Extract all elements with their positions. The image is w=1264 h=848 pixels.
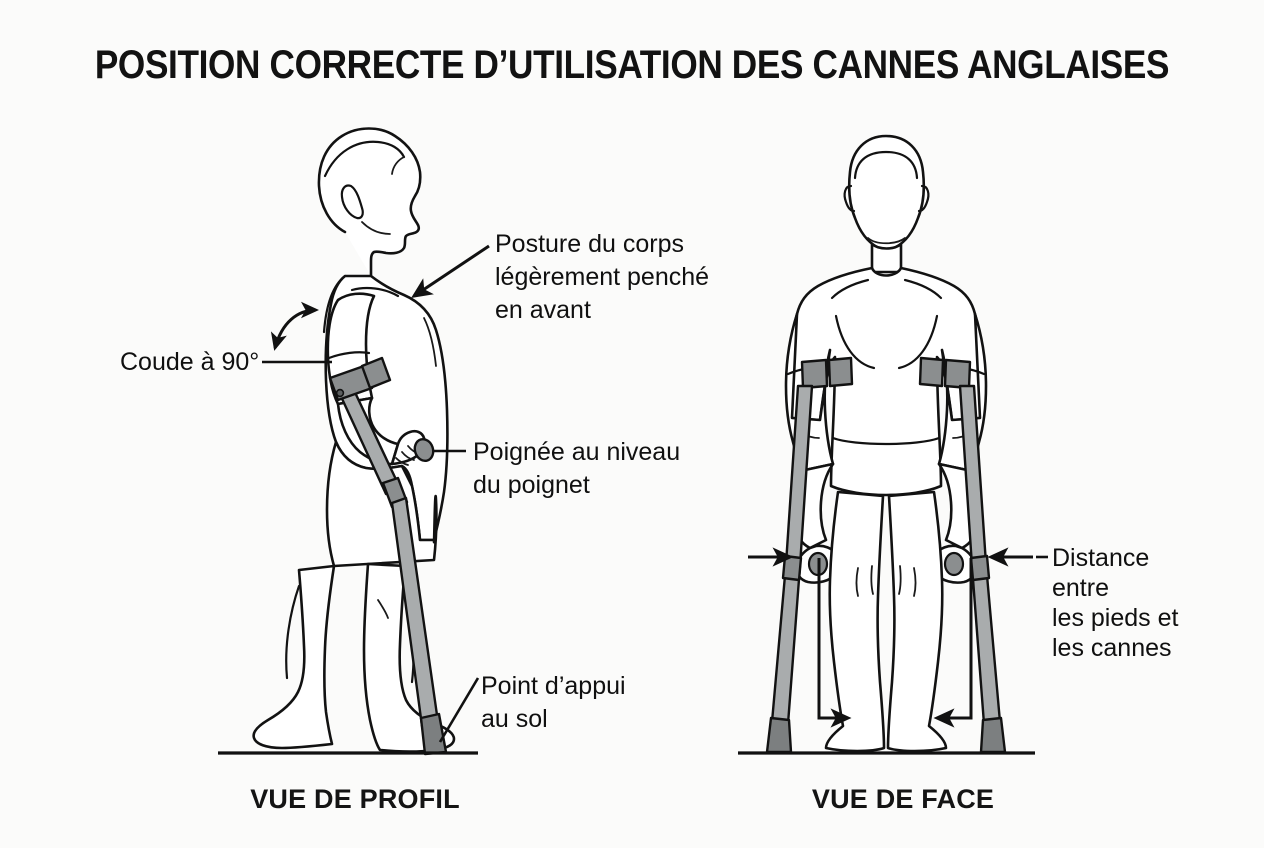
front-left-knee-1 — [855, 567, 859, 597]
front-figure — [738, 134, 1035, 755]
front-left-cuff-outer — [800, 358, 829, 390]
distance-label-line-4: les cannes — [1052, 634, 1172, 662]
front-left-tip — [765, 716, 793, 754]
front-right-grip — [943, 551, 965, 577]
front-collarbone-right — [903, 278, 943, 300]
profile-back-line — [322, 274, 347, 334]
distance-bracket-left — [817, 558, 852, 728]
page-title: POSITION CORRECTE D’UTILISATION DES CANN… — [95, 42, 1169, 87]
front-left-leg — [824, 490, 886, 753]
annotation-posture: Posture du corps légèrement penché en av… — [411, 230, 709, 324]
profile-shoulder-detail — [350, 286, 400, 298]
front-right-leg — [886, 490, 948, 753]
posture-label-line-2: légèrement penché — [495, 263, 709, 291]
profile-crutch-cuff — [328, 356, 392, 402]
profile-sleeve-line — [327, 351, 371, 360]
profile-front-leg — [252, 564, 336, 750]
caption-right: VUE DE FACE — [812, 784, 994, 814]
profile-forehead-detail — [391, 156, 405, 175]
front-right-cuff-outer — [943, 358, 972, 390]
front-left-crutch — [765, 356, 854, 754]
distance-label-line-3: les pieds et — [1052, 604, 1179, 632]
profile-fingers-2 — [401, 451, 415, 461]
elbow-label: Coude à 90° — [120, 348, 259, 376]
front-jaw — [867, 237, 906, 245]
annotation-ground-point: Point d’appui au sol — [438, 672, 626, 743]
posture-arrow — [411, 244, 490, 298]
annotation-distance: Distance entre les pieds et les cannes — [748, 544, 1179, 728]
front-left-collar — [781, 554, 803, 582]
front-right-cuff-inner — [918, 356, 945, 388]
profile-back-leg — [362, 562, 456, 753]
distance-label-line-2: entre — [1052, 574, 1109, 602]
front-pectoral-right — [897, 314, 939, 370]
profile-front-calf — [285, 584, 301, 680]
annotation-elbow: Coude à 90° — [120, 301, 332, 376]
profile-figure — [218, 127, 478, 756]
profile-jaw-line — [361, 221, 391, 235]
profile-crutch-handle — [413, 437, 435, 463]
front-pectoral-left — [834, 314, 876, 370]
front-right-knee-1 — [913, 567, 917, 597]
front-waist-line — [831, 436, 941, 446]
posture-label-line-1: Posture du corps — [495, 230, 684, 258]
profile-chest-detail — [423, 317, 437, 367]
front-hairline — [853, 150, 919, 180]
annotation-handle: Poignée au niveau du poignet — [434, 438, 680, 499]
front-left-cuff-inner — [827, 356, 854, 388]
handle-label-line-2: du poignet — [473, 471, 590, 499]
front-collarbone-left — [830, 278, 870, 300]
profile-fingers — [395, 457, 409, 466]
front-right-knee-2 — [898, 565, 902, 595]
ground-point-label-line-1: Point d’appui — [481, 672, 626, 700]
ground-point-label-line-2: au sol — [481, 705, 548, 733]
ground-point-leader-line — [438, 677, 480, 743]
distance-label-line-1: Distance — [1052, 544, 1149, 572]
front-left-ear — [843, 184, 856, 213]
profile-ear — [340, 184, 364, 220]
handle-label-line-1: Poignée au niveau — [473, 438, 680, 466]
front-neck — [870, 242, 903, 274]
distance-bracket-right — [933, 558, 973, 728]
front-left-knee-2 — [870, 565, 874, 595]
front-right-collar — [969, 554, 991, 582]
elbow-angle-arc — [270, 301, 319, 351]
posture-label-line-3: en avant — [495, 296, 591, 324]
front-right-tip — [979, 716, 1007, 754]
profile-hairline — [323, 140, 406, 178]
profile-knee-detail — [377, 599, 389, 619]
caption-left: VUE DE PROFIL — [250, 784, 460, 814]
front-right-ear — [917, 184, 930, 213]
